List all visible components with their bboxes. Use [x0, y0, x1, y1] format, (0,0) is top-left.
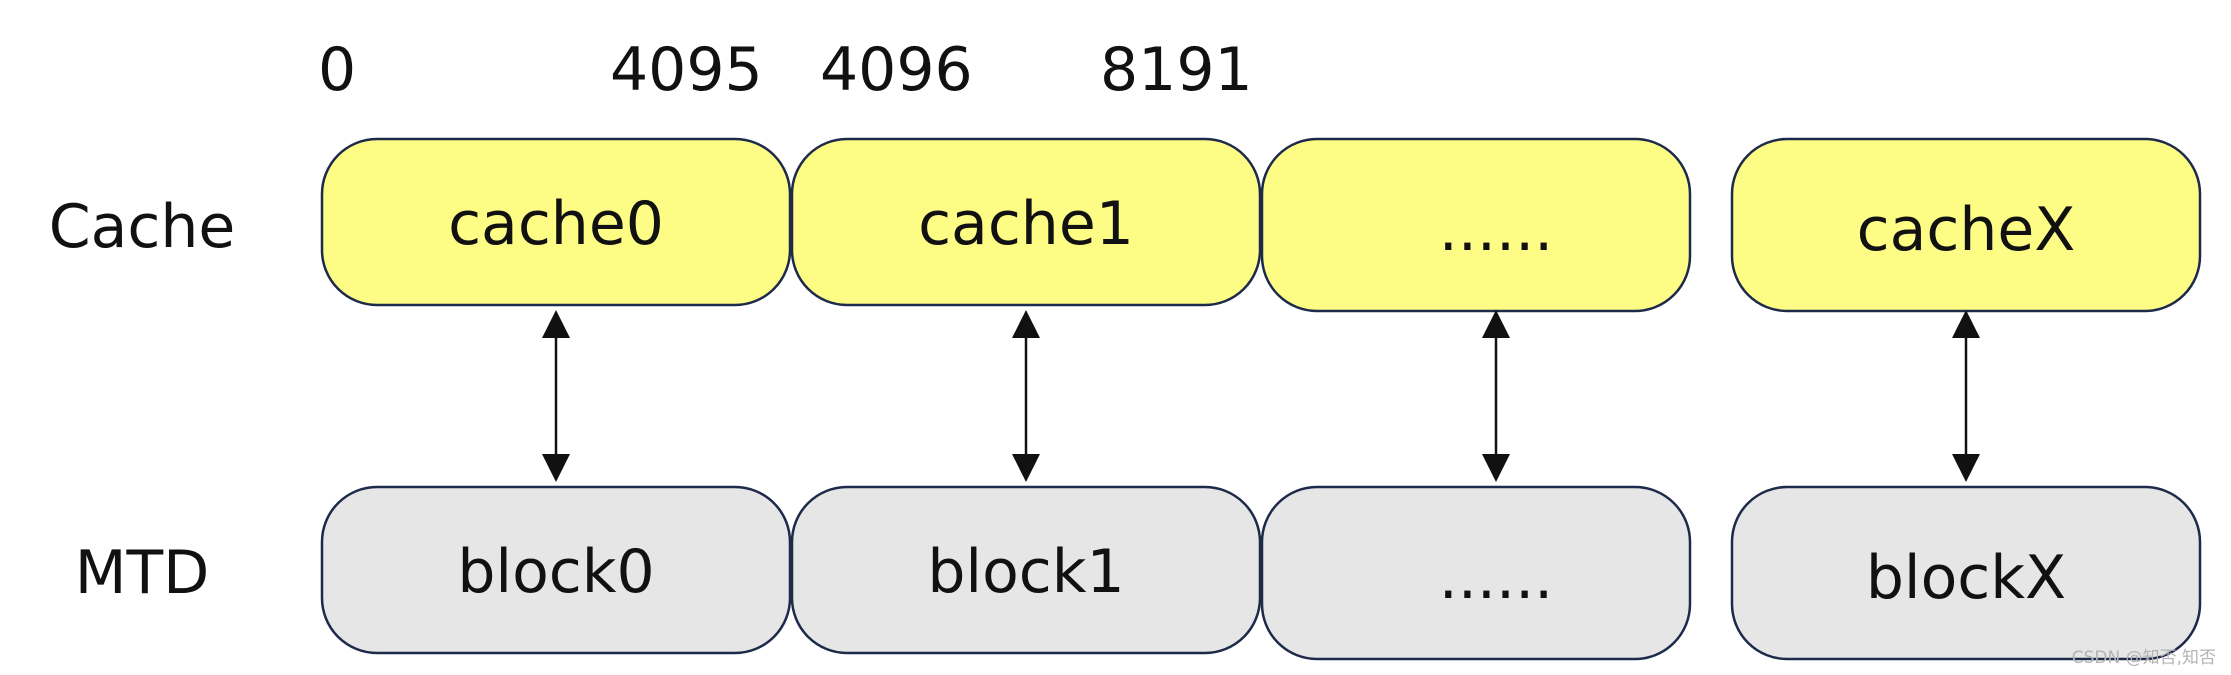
- bidirectional-arrow-1: [1012, 310, 1040, 482]
- address-label-4096: 4096: [820, 35, 973, 105]
- address-label-8191: 8191: [1100, 35, 1253, 105]
- mtd-block-1: block1: [790, 485, 1262, 655]
- cache-block-ellipsis: ......: [1260, 137, 1692, 313]
- cache-block-x-label: cacheX: [1857, 195, 2076, 265]
- arrow-down-icon: [1952, 454, 1980, 482]
- row-label-mtd: MTD: [75, 538, 210, 608]
- bidirectional-arrow-x: [1952, 310, 1980, 482]
- mtd-block-x-label: blockX: [1866, 543, 2066, 613]
- address-label-0: 0: [318, 35, 356, 105]
- mtd-block-ellipsis-label: ......: [1439, 543, 1553, 613]
- arrow-up-icon: [1482, 310, 1510, 338]
- arrow-down-icon: [542, 454, 570, 482]
- arrow-down-icon: [1012, 454, 1040, 482]
- arrow-up-icon: [1012, 310, 1040, 338]
- address-label-4095: 4095: [610, 35, 763, 105]
- bidirectional-arrow-ellipsis: [1482, 310, 1510, 482]
- cache-block-ellipsis-label: ......: [1439, 195, 1553, 265]
- bidirectional-arrow-0: [542, 310, 570, 482]
- cache-block-x: cacheX: [1730, 137, 2202, 313]
- arrow-down-icon: [1482, 454, 1510, 482]
- cache-block-0: cache0: [320, 137, 792, 307]
- cache-block-1: cache1: [790, 137, 1262, 307]
- watermark: CSDN @知否,知否: [2072, 648, 2216, 668]
- mtd-block-0-label: block0: [457, 537, 654, 607]
- mtd-block-0: block0: [320, 485, 792, 655]
- arrow-up-icon: [1952, 310, 1980, 338]
- mtd-block-1-label: block1: [927, 537, 1124, 607]
- mtd-block-x: blockX: [1730, 485, 2202, 661]
- mtd-block-ellipsis: ......: [1260, 485, 1692, 661]
- cache-block-1-label: cache1: [918, 189, 1134, 259]
- row-label-cache: Cache: [49, 192, 236, 262]
- cache-block-0-label: cache0: [448, 189, 664, 259]
- arrow-up-icon: [542, 310, 570, 338]
